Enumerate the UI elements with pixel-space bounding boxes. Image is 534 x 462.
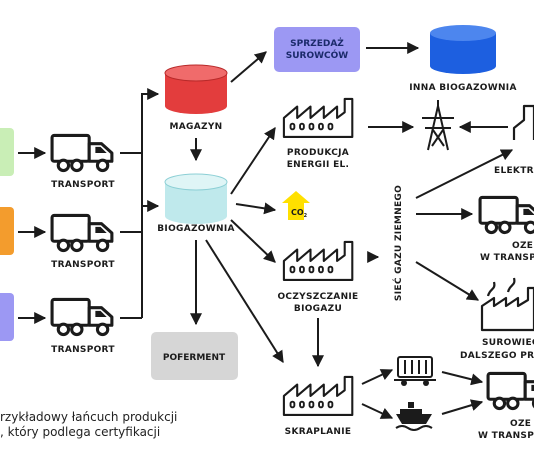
elektrownia-label: ELEKTR — [494, 166, 534, 176]
surowiec-label: SUROWIEC — [482, 338, 534, 348]
truck-icon — [50, 213, 114, 253]
caption-line-2: , który podlega certyfikacji — [0, 425, 160, 439]
oczyszczanie-label: OCZYSZCZANIE — [277, 292, 358, 302]
poferment-box — [151, 332, 238, 380]
truck-icon — [50, 297, 114, 337]
surowcow-label: SUROWCÓW — [286, 49, 349, 61]
biogazu-label: BIOGAZU — [294, 304, 342, 314]
oze-label: OZE — [512, 241, 533, 251]
magazyn-label: MAGAZYN — [170, 122, 223, 132]
feedstock-box-green — [0, 128, 14, 176]
skraplanie-label: SKRAPLANIE — [285, 427, 352, 437]
ship-icon — [395, 402, 433, 431]
feedstock-box-violet — [0, 293, 14, 341]
factory-icon — [282, 375, 354, 417]
surowiec-factory-icon — [480, 277, 534, 332]
co2-label: CO2 — [291, 208, 308, 219]
truck-icon — [478, 195, 534, 235]
siec-gazu-label: SIEĆ GAZU ZIEMNEGO — [392, 185, 404, 301]
biogazownia-tank-icon — [164, 173, 228, 224]
truck-icon — [486, 371, 534, 411]
sprzedaz-label: SPRZEDAŻ — [290, 38, 344, 49]
power-pylon-icon — [422, 100, 454, 151]
factory-icon — [282, 97, 354, 139]
energii-label: ENERGII EL. — [287, 160, 350, 170]
factory-icon — [282, 240, 354, 282]
elektrownia-factory-icon — [512, 104, 534, 140]
siec-gazu-box — [382, 178, 412, 308]
co2-arrow-icon — [282, 191, 310, 220]
sprzedaz-surowcow-box — [274, 27, 360, 72]
transport-label: TRANSPORT — [51, 260, 115, 270]
produkcja-label: PRODUKCJA — [287, 148, 349, 158]
transport-label: TRANSPORT — [51, 345, 115, 355]
feedstock-box-orange — [0, 207, 14, 255]
dalszego-label: DALSZEGO PRZ — [460, 351, 534, 361]
w-transporcie-label: W TRANSP — [480, 253, 534, 263]
truck-icon — [50, 133, 114, 173]
poferment-label: POFERMENT — [163, 353, 226, 363]
w-transporcie-label: W TRANSPO — [478, 431, 534, 441]
inna-biogazownia-tank-icon — [430, 25, 496, 74]
transport-label: TRANSPORT — [51, 180, 115, 190]
caption-line-1: rzykładowy łańcuch produkcji — [0, 410, 177, 424]
oze-label: OZE — [510, 419, 531, 429]
biogazownia-label: BIOGAZOWNIA — [157, 224, 234, 234]
rail-tank-car-icon — [394, 356, 436, 386]
inna-biogazownia-label: INNA BIOGAZOWNIA — [409, 83, 516, 93]
magazyn-tank-icon — [164, 64, 228, 114]
